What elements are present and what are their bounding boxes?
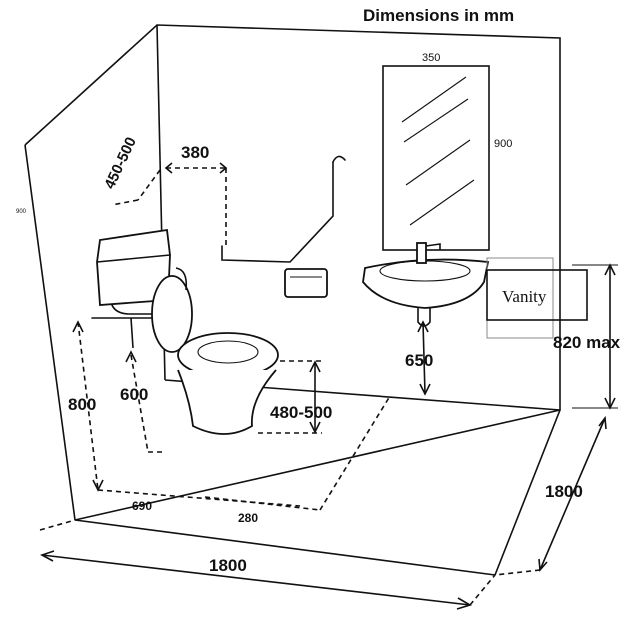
basin-clearance-dimension <box>417 320 431 396</box>
mirror-width-label: 350 <box>422 52 440 64</box>
cistern-grab-height-dimension <box>125 350 165 453</box>
cistern-grab-height-label: 600 <box>120 385 148 404</box>
vanity-height-dimension <box>572 263 618 410</box>
mirror-height-label: 900 <box>494 138 512 150</box>
room-width-label: 1800 <box>209 556 247 575</box>
toilet-roll-holder-icon <box>284 268 328 298</box>
room-depth-dimension <box>494 415 607 576</box>
room-depth-label: 1800 <box>545 482 583 501</box>
vanity-label: Vanity <box>502 287 547 306</box>
room-width-dimension <box>39 519 496 610</box>
grab-rail-icon <box>221 155 346 263</box>
title: Dimensions in mm <box>363 6 514 25</box>
wall-edge-mark: 900 <box>16 209 27 215</box>
rail-offset-label: 380 <box>181 143 209 162</box>
wc-floor-offset-label: 280 <box>238 511 258 525</box>
basin-clearance-label: 650 <box>405 351 433 370</box>
rail-height-dimension <box>111 169 161 206</box>
wc-seat-height-label: 480-500 <box>270 403 332 422</box>
vanity-height-label: 820 max <box>553 333 621 352</box>
vanity-box <box>486 257 588 339</box>
rail-to-floor-label: 800 <box>68 395 96 414</box>
rail-height-label: 450-500 <box>101 135 140 192</box>
wc-seat-height-dimension <box>258 360 322 434</box>
rail-offset-dimension <box>164 162 228 245</box>
mirror-icon <box>382 65 490 251</box>
wc-floor-dimensions <box>97 395 391 511</box>
basin-icon <box>362 242 490 327</box>
wc-floor-depth-label: 690 <box>132 499 152 513</box>
toilet-icon <box>96 228 279 435</box>
